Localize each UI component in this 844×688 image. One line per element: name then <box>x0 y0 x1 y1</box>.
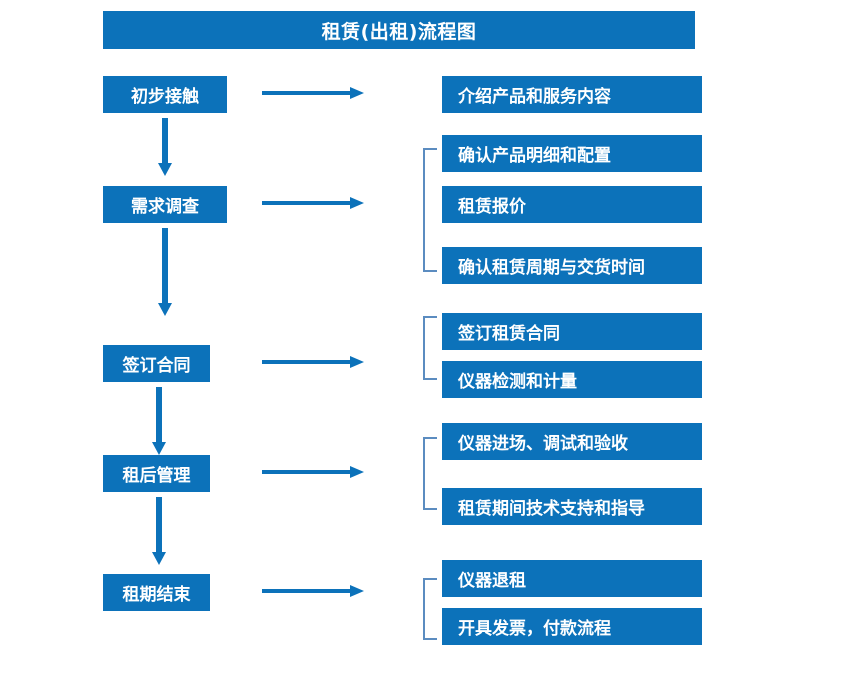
arrow-down-icon-4 <box>152 497 166 565</box>
group-bracket-3 <box>423 316 437 380</box>
detail-node-2-2[interactable]: 租赁报价 <box>442 186 702 223</box>
arrow-right-icon-4 <box>262 465 364 479</box>
detail-node-2-1[interactable]: 确认产品明细和配置 <box>442 135 702 172</box>
detail-node-3-1[interactable]: 签订租赁合同 <box>442 313 702 350</box>
arrow-down-icon-2 <box>158 228 172 316</box>
stage-node-1[interactable]: 初步接触 <box>103 76 227 113</box>
detail-node-4-1[interactable]: 仪器进场、调试和验收 <box>442 423 702 460</box>
detail-node-2-3[interactable]: 确认租赁周期与交货时间 <box>442 247 702 284</box>
detail-node-5-2[interactable]: 开具发票，付款流程 <box>442 608 702 645</box>
detail-node-3-2[interactable]: 仪器检测和计量 <box>442 361 702 398</box>
arrow-down-icon-3 <box>152 387 166 455</box>
diagram-title: 租赁(出租)流程图 <box>103 11 695 49</box>
detail-node-5-1[interactable]: 仪器退租 <box>442 560 702 597</box>
stage-node-4[interactable]: 租后管理 <box>103 455 210 492</box>
group-bracket-4 <box>423 437 437 510</box>
detail-node-4-2[interactable]: 租赁期间技术支持和指导 <box>442 488 702 525</box>
arrow-down-icon-1 <box>158 118 172 176</box>
arrow-right-icon-1 <box>262 86 364 100</box>
arrow-right-icon-3 <box>262 355 364 369</box>
group-bracket-5 <box>423 578 437 640</box>
arrow-right-icon-2 <box>262 196 364 210</box>
stage-node-5[interactable]: 租期结束 <box>103 574 210 611</box>
stage-node-2[interactable]: 需求调查 <box>103 186 227 223</box>
arrow-right-icon-5 <box>262 584 364 598</box>
detail-node-1-1[interactable]: 介绍产品和服务内容 <box>442 76 702 113</box>
stage-node-3[interactable]: 签订合同 <box>103 345 210 382</box>
group-bracket-2 <box>423 148 437 272</box>
